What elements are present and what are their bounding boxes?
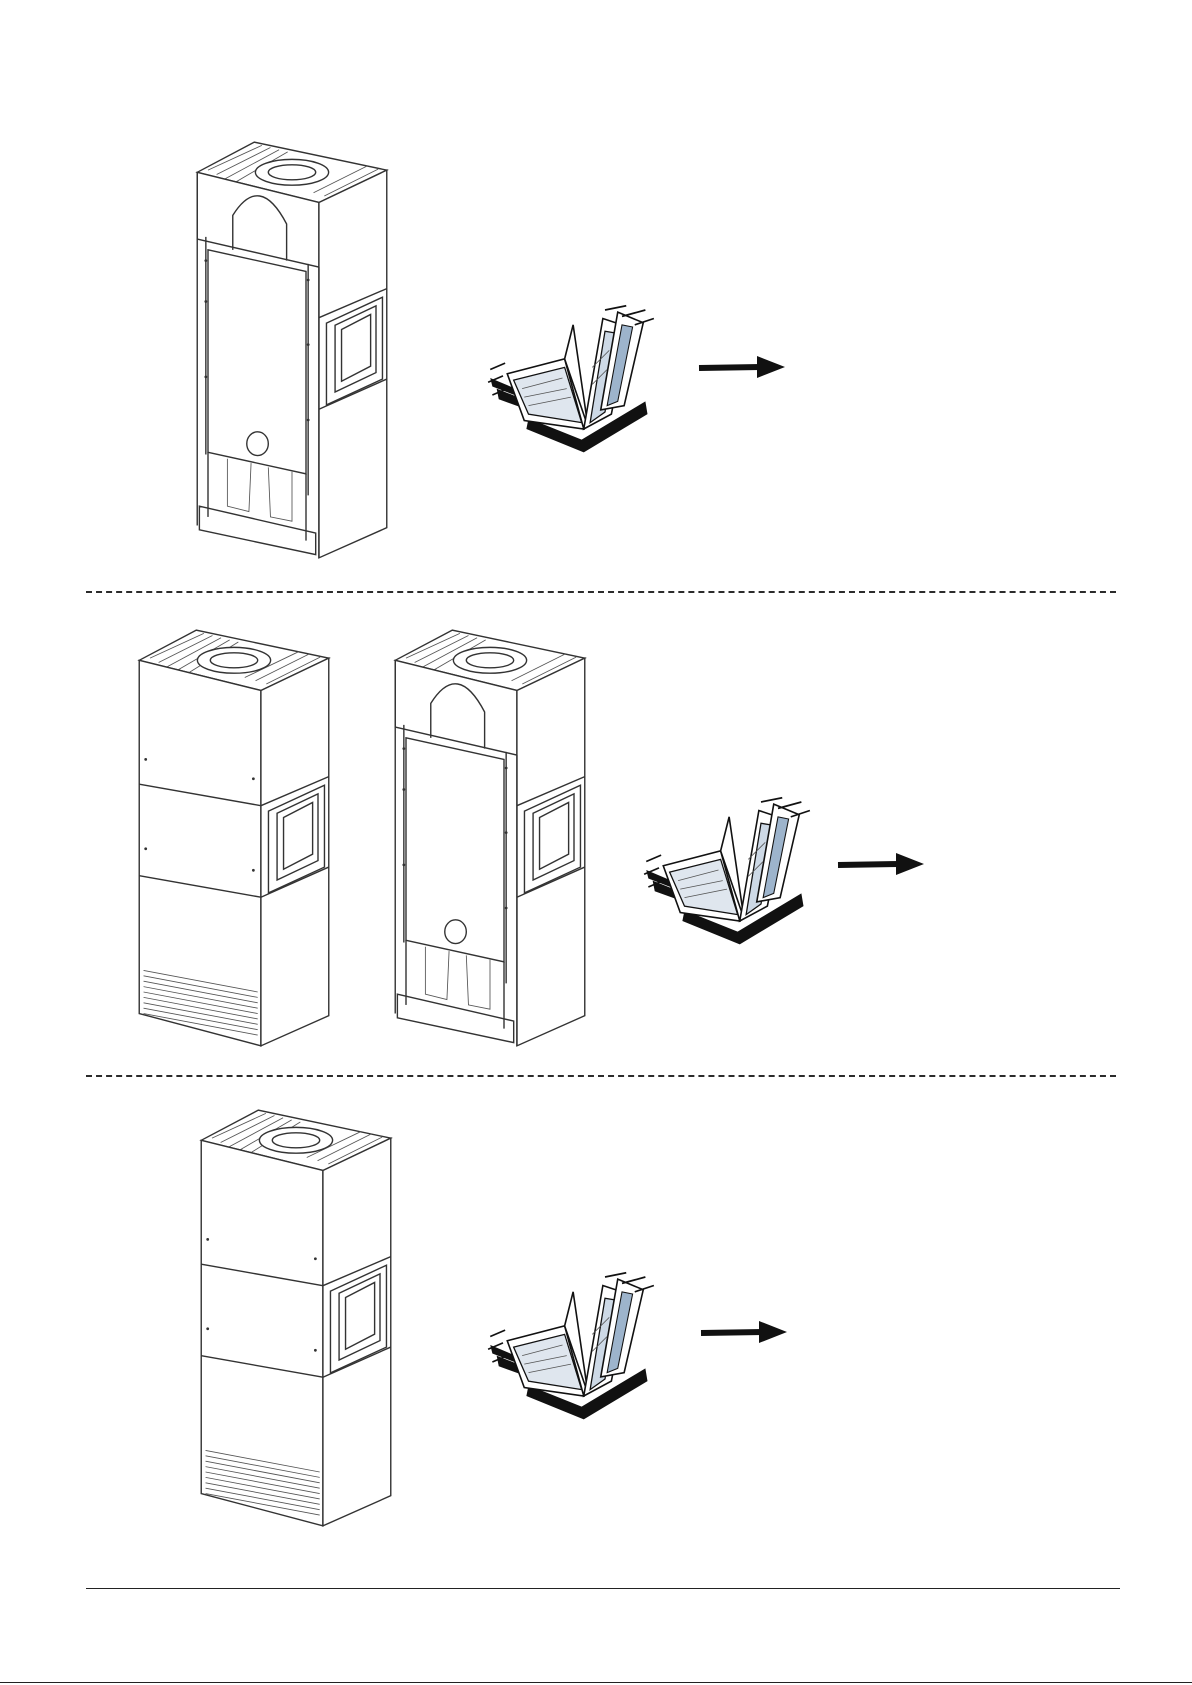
stove-open-illustration — [192, 140, 392, 560]
arrow-right-icon — [836, 850, 926, 878]
stove-open-illustration — [390, 628, 590, 1048]
arrow-right-icon — [699, 1318, 789, 1346]
open-book-icon — [642, 795, 812, 945]
section-divider — [86, 1075, 1116, 1077]
open-book-icon — [486, 1270, 656, 1420]
section-divider — [86, 591, 1116, 593]
stove-closed-illustration — [196, 1108, 396, 1528]
arrow-right-icon — [697, 353, 787, 381]
footer-rule — [86, 1588, 1120, 1589]
stove-closed-illustration — [134, 628, 334, 1048]
open-book-icon — [486, 303, 656, 453]
bottom-edge-rule — [0, 1682, 1192, 1683]
